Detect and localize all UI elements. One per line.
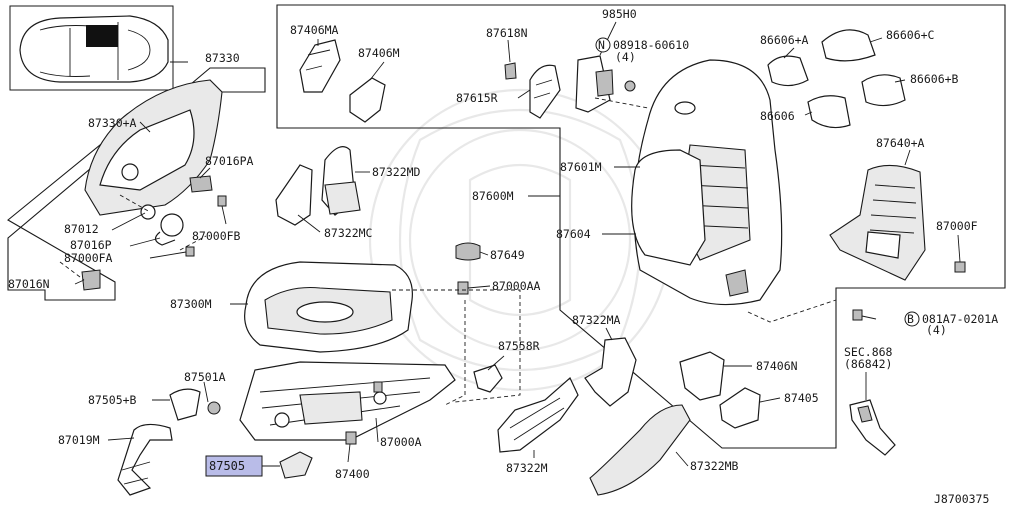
label-87000a[interactable]: 87000A — [380, 435, 422, 449]
label-87019m[interactable]: 87019M — [58, 433, 100, 447]
label-87330a[interactable]: 87330+A — [88, 116, 137, 130]
label-87600m[interactable]: 87600M — [472, 189, 514, 203]
label-sec868[interactable]: SEC.868 — [844, 345, 893, 359]
label-081a7-0201a[interactable]: 081A7-0201A — [922, 312, 998, 326]
label-87649[interactable]: 87649 — [490, 248, 525, 262]
fasteners — [207, 242, 481, 415]
label-87330[interactable]: 87330 — [205, 51, 240, 65]
label-86606b[interactable]: 86606+B — [910, 72, 959, 86]
label-87604[interactable]: 87604 — [556, 227, 591, 241]
label-985h0[interactable]: 985H0 — [602, 7, 637, 21]
seat-cushion-87300m — [244, 261, 413, 353]
label-87400[interactable]: 87400 — [335, 467, 370, 481]
label-87322mb[interactable]: 87322MB — [690, 459, 739, 473]
label-87505[interactable]: 87505 — [209, 459, 245, 473]
label-87640a[interactable]: 87640+A — [876, 136, 925, 150]
seat-location-marker — [86, 25, 118, 47]
label-87558r[interactable]: 87558R — [498, 339, 540, 353]
label-87618n[interactable]: 87618N — [486, 26, 528, 40]
right-lower-brackets — [679, 351, 761, 429]
label-87000f[interactable]: 87000F — [936, 219, 978, 233]
label-081a7-qty: (4) — [926, 323, 947, 337]
upper-trim-parts — [299, 29, 906, 129]
label-87601m[interactable]: 87601M — [560, 160, 602, 174]
label-87322mc[interactable]: 87322MC — [324, 226, 373, 240]
label-87300m[interactable]: 87300M — [170, 297, 212, 311]
label-87615r[interactable]: 87615R — [456, 91, 498, 105]
label-87405[interactable]: 87405 — [784, 391, 819, 405]
lower-trims — [497, 337, 691, 496]
label-87406m[interactable]: 87406M — [358, 46, 400, 60]
side-covers — [275, 146, 361, 226]
label-87501a[interactable]: 87501A — [184, 370, 226, 384]
highlighted-part-box[interactable] — [205, 455, 263, 477]
label-87322md[interactable]: 87322MD — [372, 165, 421, 179]
label-08918-qty: (4) — [615, 50, 636, 64]
seatbelt-buckle — [849, 399, 896, 456]
car-thumbnail — [9, 5, 174, 91]
lumbar-support-87640a — [829, 164, 966, 321]
label-87000fb[interactable]: 87000FB — [192, 229, 241, 243]
part-labels: 87330 87330+A 87016PA 87012 87000FB 8701… — [8, 7, 998, 506]
n-circle-letter: N — [598, 38, 605, 52]
assembly-lines — [59, 97, 837, 406]
b-circle-marker — [904, 311, 920, 327]
b-circle-letter: B — [907, 312, 914, 326]
label-87406n[interactable]: 87406N — [756, 359, 798, 373]
label-87016pa[interactable]: 87016PA — [205, 154, 254, 168]
label-87016p[interactable]: 87016P — [70, 238, 112, 252]
circle-markers: N B — [595, 37, 920, 327]
label-87012[interactable]: 87012 — [64, 222, 99, 236]
label-87000aa[interactable]: 87000AA — [492, 279, 541, 293]
n-circle-marker — [595, 37, 611, 53]
label-87000fa[interactable]: 87000FA — [64, 251, 113, 265]
drawing-code: J8700375 — [934, 492, 989, 506]
seatback-cover — [631, 59, 783, 306]
lower-left-parts — [117, 388, 313, 496]
group-frames — [7, 4, 1006, 449]
label-87322m[interactable]: 87322M — [506, 461, 548, 475]
label-86606a[interactable]: 86606+A — [760, 33, 809, 47]
label-87016n[interactable]: 87016N — [8, 277, 50, 291]
label-08918-60610[interactable]: 08918-60610 — [613, 38, 689, 52]
knob-87558r — [473, 364, 503, 393]
label-87322ma[interactable]: 87322MA — [572, 313, 621, 327]
label-sec868-sub: (86842) — [844, 357, 892, 371]
label-86606c[interactable]: 86606+C — [886, 28, 935, 42]
label-86606[interactable]: 86606 — [760, 109, 795, 123]
seat-frame-87400 — [239, 361, 456, 445]
label-87505b[interactable]: 87505+B — [88, 393, 137, 407]
leader-lines — [74, 21, 961, 467]
seatback-frame-87330 — [81, 79, 227, 291]
label-87406ma[interactable]: 87406MA — [290, 23, 339, 37]
